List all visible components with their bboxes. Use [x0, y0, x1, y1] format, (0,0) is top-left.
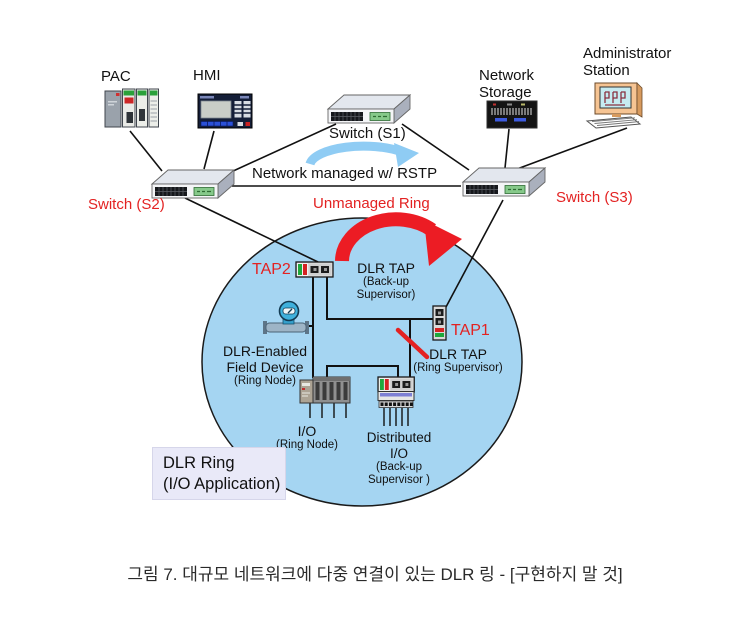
broken-link-slash-icon [395, 327, 430, 360]
switch-s1-icon [327, 94, 411, 124]
io-rack-icon [299, 376, 351, 404]
admin-station-icon [585, 82, 643, 129]
switch-s3-icon [462, 167, 546, 197]
dlr-ring-area [201, 217, 523, 507]
device-leg-lines [309, 403, 409, 426]
network-managed-label: Network managed w/ RSTP [252, 165, 438, 182]
switch-s2-icon [151, 169, 235, 199]
dlr-tap-ring-label: DLR TAP (Ring Supervisor) [413, 346, 503, 375]
field-device-icon [263, 300, 309, 334]
connection-lines [129, 123, 628, 308]
tap1-label: TAP1 [451, 322, 490, 339]
network-storage-icon [486, 100, 538, 129]
dlr-ring-callout: DLR Ring (I/O Application) [152, 447, 286, 500]
tap2-label: TAP2 [252, 261, 291, 278]
network-diagram [104, 82, 643, 507]
distributed-io-icon [377, 376, 415, 408]
dlr-tap-backup-label: DLR TAP (Back-up Supervisor) [356, 260, 416, 302]
tap1-icon [432, 305, 447, 341]
field-device-label: DLR-Enabled Field Device (Ring Node) [222, 343, 308, 388]
figure-caption: 그림 7. 대규모 네트워크에 다중 연결이 있는 DLR 링 - [구현하지 … [127, 565, 623, 584]
pac-label: PAC [101, 68, 131, 85]
admin-station-label: Administrator Station [583, 45, 672, 80]
distributed-io-label: Distributed I/O (Back-up Supervisor ) [366, 430, 432, 487]
hmi-icon [197, 93, 253, 129]
network-storage-label: Network Storage [479, 67, 535, 102]
tap2-icon [295, 261, 334, 278]
hmi-label: HMI [193, 67, 221, 84]
ring-lines [306, 277, 433, 378]
rstp-curved-arrow-icon [305, 141, 419, 167]
ring-curved-arrow-icon [335, 212, 462, 266]
switch-s3-label: Switch (S3) [556, 189, 633, 206]
switch-s2-label: Switch (S2) [88, 196, 165, 213]
pac-icon [104, 88, 159, 128]
io-label: I/O (Ring Node) [276, 423, 338, 452]
switch-s1-label: Switch (S1) [329, 125, 406, 142]
unmanaged-ring-label: Unmanaged Ring [313, 195, 430, 212]
